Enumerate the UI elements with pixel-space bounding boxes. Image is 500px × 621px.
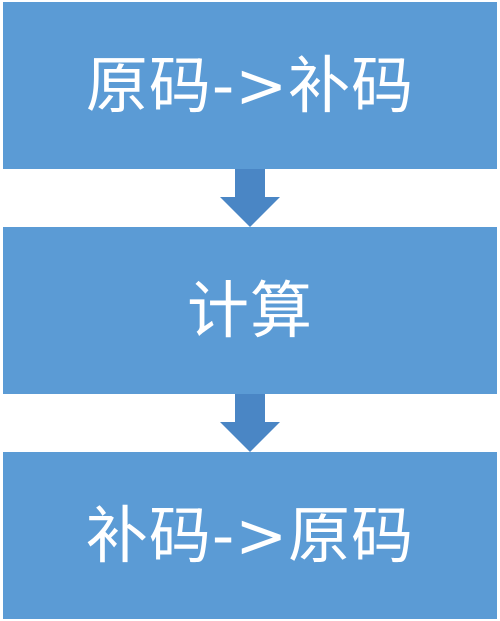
flow-step-complement-to-original: 补码->原码 <box>3 452 497 619</box>
flow-step-label: 补码->原码 <box>85 498 415 572</box>
flow-step-compute: 计算 <box>3 227 497 394</box>
flow-step-original-to-complement: 原码->补码 <box>3 2 497 169</box>
down-arrow-icon <box>220 394 280 452</box>
flow-step-label: 计算 <box>186 273 313 347</box>
flow-step-label: 原码->补码 <box>85 48 415 122</box>
down-arrow-icon <box>220 169 280 227</box>
